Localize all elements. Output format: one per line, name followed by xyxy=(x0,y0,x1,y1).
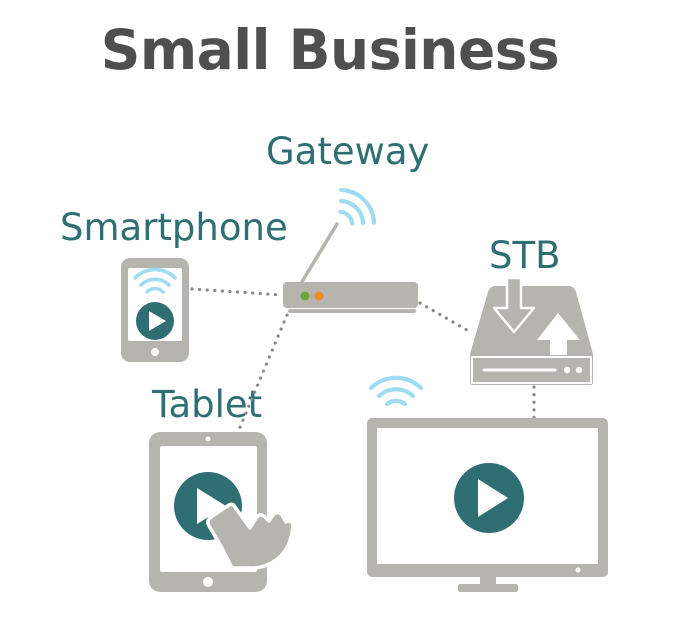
stb-indicator-1 xyxy=(563,366,571,374)
play-icon xyxy=(136,302,174,340)
tablet-home-button xyxy=(203,577,213,587)
stb-label: STB xyxy=(489,234,561,277)
connection-gateway-stb xyxy=(418,301,474,335)
stb-device xyxy=(470,276,593,385)
smartphone-home-button xyxy=(151,348,159,356)
smartphone-label: Smartphone xyxy=(60,206,288,249)
gateway-antenna xyxy=(298,222,339,287)
wifi-icon xyxy=(133,267,177,294)
status-led-orange xyxy=(314,291,324,301)
download-arrow-icon xyxy=(492,276,536,334)
tv-neck xyxy=(480,577,496,585)
gateway-label: Gateway xyxy=(266,130,430,173)
wifi-icon xyxy=(338,187,377,226)
gateway-body xyxy=(283,282,418,308)
connections xyxy=(190,287,536,434)
tv-stand xyxy=(458,584,518,592)
diagram-title: Small Business xyxy=(100,18,560,82)
hand-pointer-icon xyxy=(206,502,295,570)
tv-device xyxy=(367,375,608,592)
upload-arrow-icon xyxy=(537,313,580,355)
gateway-device xyxy=(283,187,418,313)
tablet-camera xyxy=(205,436,211,442)
smartphone-device xyxy=(121,258,189,362)
tv-power-light xyxy=(575,567,581,573)
tablet-device xyxy=(149,432,295,592)
connection-gateway-tablet xyxy=(236,313,289,434)
connection-smartphone-gateway xyxy=(190,287,284,297)
gateway-base xyxy=(288,309,416,313)
stb-indicator-2 xyxy=(575,366,583,374)
play-icon xyxy=(454,463,524,533)
wifi-icon xyxy=(368,375,424,407)
status-led-green xyxy=(300,291,310,301)
